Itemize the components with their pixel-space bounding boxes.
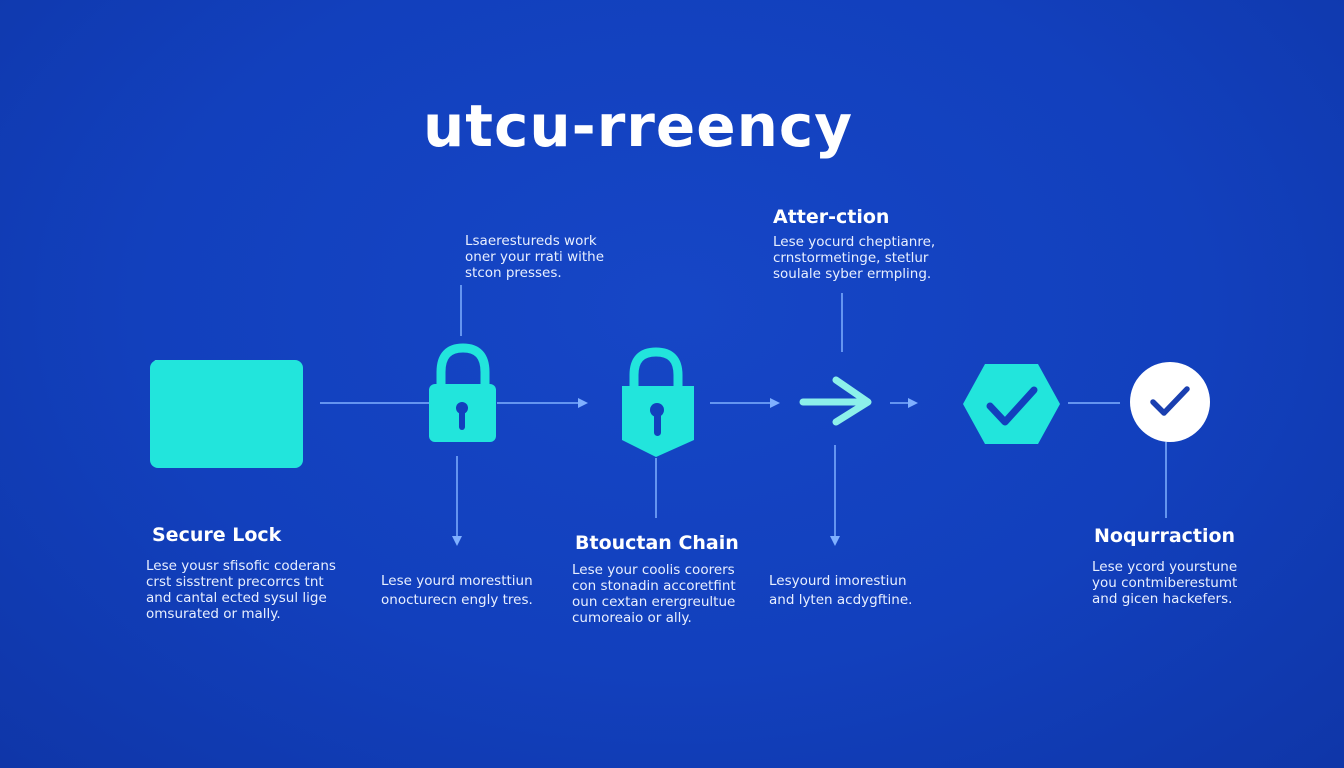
desc-line: Lese your coolis coorers [572, 562, 735, 578]
atter-ction-description: Lese yocurd cheptianre, crnstormetinge, … [773, 234, 935, 282]
desc-line: oun cextan erergreultue [572, 594, 736, 610]
hexagon-check-icon [963, 364, 1060, 444]
btouctan-chain-description: Lese your coolis coorers con stonadin ac… [572, 562, 739, 626]
desc-line: soulale syber ermpling. [773, 266, 932, 282]
noqurraction-description: Lese ycord yourstune you contmiberestumt… [1092, 559, 1237, 607]
btouctan-chain-heading: Btouctan Chain [575, 532, 739, 554]
bottom-lock-description: Lese yourd moresttiun onocturecn engly t… [381, 573, 533, 608]
desc-line: oner your rrati withe [465, 249, 605, 265]
desc-line: crnstormetinge, stetlur [773, 250, 929, 266]
shield-lock-icon [622, 347, 694, 457]
noqurraction-block: Noqurraction Lese ycord yourstune you co… [1092, 525, 1237, 607]
desc-line: and cantal ected sysul lige [146, 590, 327, 606]
folder-icon [150, 360, 303, 468]
arrow-right-icon [799, 376, 872, 426]
desc-line: Lese yousr sfisofic coderans [146, 558, 336, 574]
desc-line: and gicen hackefers. [1092, 591, 1233, 607]
callout-lines [452, 285, 1167, 546]
padlock-icon [429, 343, 496, 442]
page-title: utcu-rreency [422, 92, 854, 160]
desc-line: Lese yocurd cheptianre, [773, 234, 936, 250]
desc-line: omsurated or mally. [146, 606, 281, 622]
desc-line: stcon presses. [465, 265, 562, 281]
desc-line: cumoreaio or ally. [572, 610, 692, 626]
bottom-arrow-description: Lesyourd imorestiun and lyten acdygftine… [769, 573, 912, 608]
desc-line: con stonadin accoretfint [572, 578, 736, 594]
desc-line: Lsaerestureds work [465, 233, 597, 249]
desc-line: and lyten acdygftine. [769, 592, 913, 608]
desc-line: Lese ycord yourstune [1092, 559, 1238, 575]
noqurraction-heading: Noqurraction [1094, 525, 1236, 547]
atter-ction-block: Atter-ction Lese yocurd cheptianre, crns… [773, 206, 935, 282]
circle-check-icon [1130, 362, 1210, 442]
desc-line: crst sisstrent precorrcs tnt [146, 574, 324, 590]
top-lock-description: Lsaerestureds work oner your rrati withe… [465, 233, 604, 281]
secure-lock-heading: Secure Lock [152, 524, 282, 546]
atter-ction-heading: Atter-ction [773, 206, 890, 228]
secure-lock-description: Lese yousr sfisofic coderans crst sisstr… [146, 558, 336, 622]
secure-lock-block: Secure Lock Lese yousr sfisofic coderans… [146, 524, 336, 622]
desc-line: Lese yourd moresttiun [381, 573, 533, 589]
desc-line: onocturecn engly tres. [381, 592, 533, 608]
desc-line: Lesyourd imorestiun [769, 573, 907, 589]
btouctan-chain-block: Btouctan Chain Lese your coolis coorers … [572, 532, 739, 626]
desc-line: you contmiberestumt [1092, 575, 1238, 591]
